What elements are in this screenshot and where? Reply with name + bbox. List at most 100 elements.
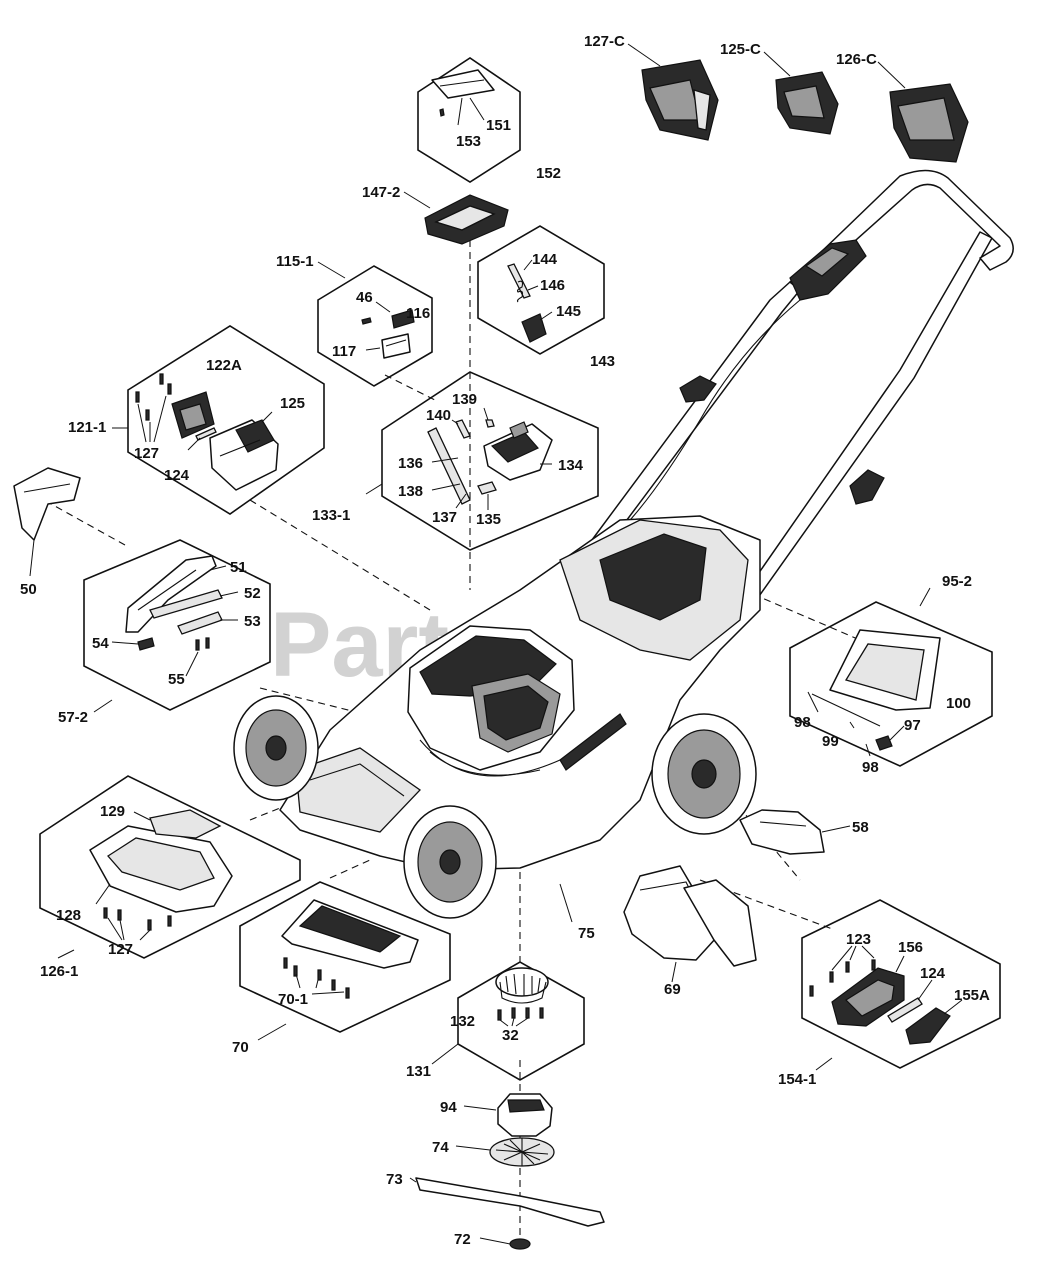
part-54[interactable] [137, 637, 155, 651]
leader-125c [763, 51, 791, 77]
wheel-front-left[interactable] [233, 695, 319, 801]
deflector-50[interactable] [13, 467, 81, 541]
label-147-2: 147-2 [362, 184, 400, 201]
nut-72[interactable] [509, 1238, 531, 1250]
label-139: 139 [452, 391, 477, 408]
wheel-rear-right[interactable] [651, 713, 757, 835]
motor-94[interactable] [497, 1093, 553, 1137]
label-133-1: 133-1 [312, 507, 350, 524]
cover-151[interactable] [431, 69, 495, 99]
chute-58[interactable] [739, 809, 825, 855]
leader-127c [627, 43, 661, 67]
label-127b: 127 [108, 941, 133, 958]
leader-126c [877, 61, 906, 89]
label-54: 54 [92, 635, 109, 652]
label-69: 69 [664, 981, 681, 998]
leader-133-1 [365, 483, 383, 495]
leader-72 [479, 1237, 511, 1245]
part-139[interactable] [485, 419, 495, 428]
label-153: 153 [456, 133, 481, 150]
battery-127c[interactable] [641, 59, 719, 141]
label-74: 74 [432, 1139, 449, 1156]
switch-156[interactable] [831, 967, 905, 1027]
blade-73[interactable] [415, 1177, 605, 1227]
cover-155a[interactable] [905, 1007, 951, 1045]
pin-46 [361, 317, 372, 325]
cover-128[interactable] [89, 825, 233, 913]
cover-134[interactable] [483, 421, 553, 481]
screws-32 [497, 1007, 544, 1021]
part-116[interactable] [391, 309, 415, 329]
hex-box-70 [239, 881, 451, 1033]
label-123: 123 [846, 931, 871, 948]
rod-99[interactable] [811, 693, 881, 727]
label-140: 140 [426, 407, 451, 424]
leader-69 [671, 961, 677, 983]
strip-124[interactable] [195, 427, 217, 441]
part-135[interactable] [477, 481, 497, 495]
label-138: 138 [398, 483, 423, 500]
battery-125c[interactable] [775, 71, 839, 135]
leader-74 [455, 1145, 491, 1151]
label-156: 156 [898, 939, 923, 956]
leader-154-group [831, 945, 963, 1015]
housing-125[interactable] [209, 419, 279, 491]
fan-74[interactable] [489, 1137, 555, 1167]
leader-151-153 [457, 97, 485, 126]
leader-73 [409, 1177, 417, 1183]
leader-32 [499, 1017, 529, 1027]
pad-129[interactable] [149, 809, 222, 839]
leader-147-2 [403, 191, 431, 209]
hex-box-143 [477, 225, 605, 355]
label-99: 99 [822, 733, 839, 750]
bag-frame-100[interactable] [829, 629, 941, 711]
label-152: 152 [536, 165, 561, 182]
leader-70-1 [295, 973, 345, 995]
label-100: 100 [946, 695, 971, 712]
leader-115-1 [317, 261, 346, 279]
label-70-1: 70-1 [278, 991, 308, 1008]
hex-box-154-1 [801, 899, 1001, 1069]
label-115-1: 115-1 [276, 253, 314, 270]
switch-122a[interactable] [171, 391, 215, 439]
leader-133-group [431, 407, 552, 510]
battery-126c[interactable] [889, 83, 969, 163]
clip-97[interactable] [875, 735, 893, 751]
strip-124b[interactable] [887, 997, 923, 1023]
leader-154-1 [815, 1057, 833, 1071]
label-134: 134 [558, 457, 584, 474]
part-140[interactable] [455, 419, 471, 439]
spring-146[interactable] [516, 280, 524, 303]
part-117[interactable] [381, 333, 411, 359]
label-126c: 126-C [836, 51, 877, 68]
label-122a: 122A [206, 357, 242, 374]
hex-box-133-1 [381, 371, 599, 551]
latch-145[interactable] [521, 313, 547, 343]
hex-box-95-2 [789, 601, 993, 767]
rod-136[interactable] [427, 427, 471, 505]
handle-51[interactable] [125, 555, 217, 633]
bumper-70[interactable] [281, 899, 419, 969]
label-72: 72 [454, 1231, 471, 1248]
hex-box-126-1 [39, 775, 301, 959]
hex-box-115-1 [317, 265, 433, 387]
label-94: 94 [440, 1099, 457, 1116]
hex-box-57-2 [83, 539, 271, 711]
label-145: 145 [556, 303, 581, 320]
screws-55 [195, 637, 210, 651]
mulch-plug-69[interactable] [623, 865, 757, 967]
leader-75 [559, 883, 573, 923]
label-125: 125 [280, 395, 305, 412]
fan-132[interactable] [495, 967, 549, 1004]
wheel-front-right[interactable] [403, 805, 497, 919]
cover-147-2[interactable] [424, 194, 509, 245]
label-32: 32 [502, 1027, 519, 1044]
label-155a: 155A [954, 987, 990, 1004]
label-125c: 125-C [720, 41, 761, 58]
mower-deck[interactable] [279, 515, 761, 871]
bar-52[interactable] [149, 589, 223, 619]
label-127c: 127-C [584, 33, 625, 50]
hex-box-121-1 [127, 325, 325, 515]
bar-53[interactable] [177, 611, 223, 635]
